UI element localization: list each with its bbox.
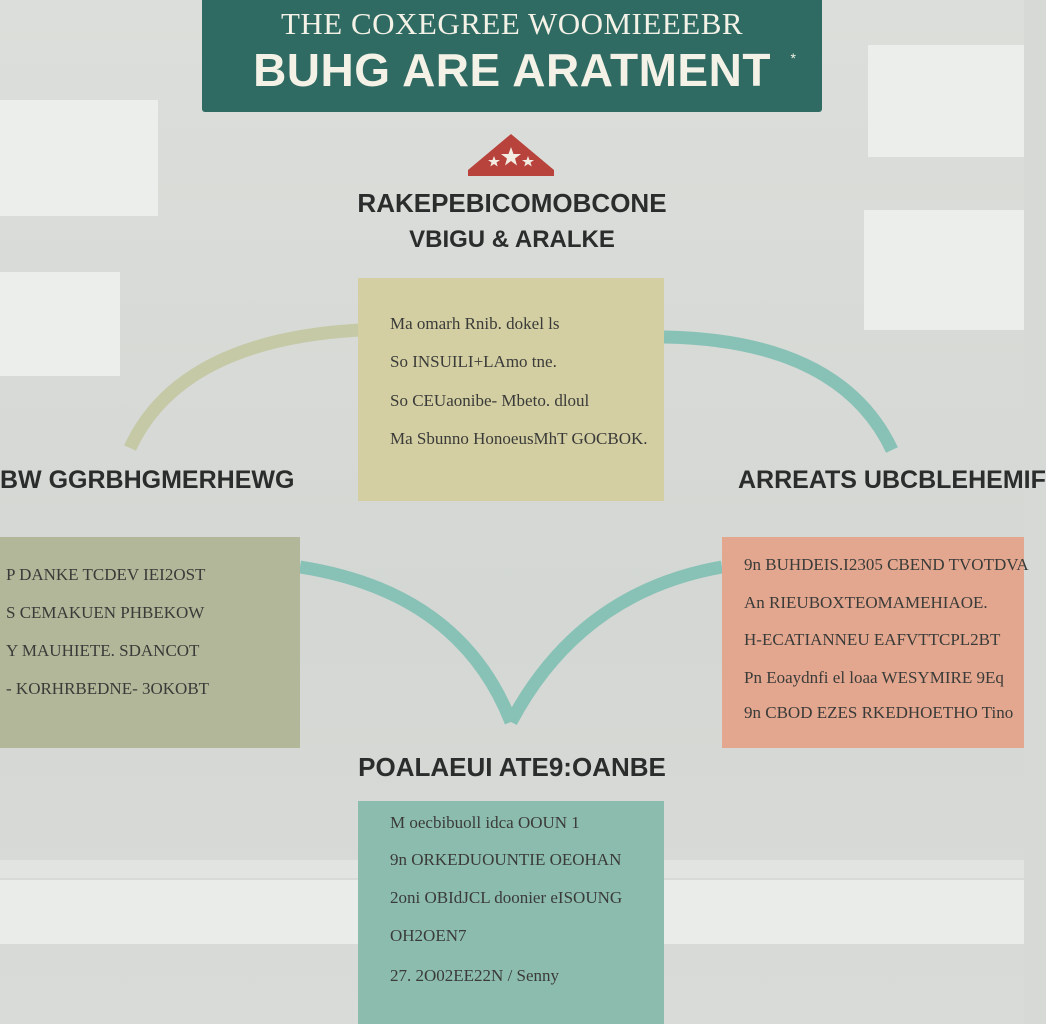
left-box-line: S CEMAKUEN PHBEKOW <box>6 603 205 622</box>
right-box-line: 9n CBOD EZES RKEDHOETHO Tino <box>744 703 1014 722</box>
right-box-line: Pn Eoaydnfi el loaa WESYMIRE 9Eq <box>744 668 1004 687</box>
connector-bottom-right <box>505 560 724 726</box>
bottom-box-line: OH2OEN7 <box>390 926 467 945</box>
left-box-line: Y MAUHIETE. SDANCOT <box>6 641 200 660</box>
background-patch <box>868 45 1024 157</box>
right-heading: ARREATS UBCBLEHEMIF <box>738 466 1046 494</box>
top-box-line: So CEUaonibe- Mbeto. dloul <box>390 391 590 410</box>
left-box-line: P DANKE TCDEV IEI2OST <box>6 565 206 584</box>
right-box-line: An RIEUBOXTEOMAMEHIAOE. <box>744 593 988 612</box>
banner-mark: * <box>790 50 796 66</box>
banner-title: BUHG ARE ARATMENT <box>253 44 771 96</box>
top-box-line: Ma omarh Rnib. dokel ls <box>390 314 560 333</box>
connector-lines <box>124 323 898 726</box>
top-box-line: So INSUILI+LAmo tne. <box>390 352 557 371</box>
center-heading-line2: VBIGU & ARALKE <box>409 226 615 253</box>
house-roof-star-icon <box>468 134 554 176</box>
banner-subtitle: THE COXEGREE WOOMIEEEBR <box>280 6 744 41</box>
left-box-line: - KORHRBEDNE- 3OKOBT <box>6 679 210 698</box>
background-patch <box>0 272 120 376</box>
bottom-info-box: M oecbibuoll idca OOUN 1 9n ORKEDUOUNTIE… <box>358 801 664 1024</box>
left-info-box: P DANKE TCDEV IEI2OST S CEMAKUEN PHBEKOW… <box>0 537 300 748</box>
title-banner: THE COXEGREE WOOMIEEEBR BUHG ARE ARATMEN… <box>202 0 822 112</box>
top-box-line: Ma Sbunno HonoeusMhT GOCBOK. <box>390 429 648 448</box>
connector-top-right <box>663 330 898 453</box>
bottom-box-line: 9n ORKEDUOUNTIE OEOHAN <box>390 850 622 869</box>
center-heading-line1: RAKEPEBICOMOBCONE <box>357 188 667 218</box>
right-box-line: H-ECATIANNEU EAFVTTCPL2BT <box>744 630 1001 649</box>
bottom-box-line: 27. 2O02EE22N / Senny <box>390 966 560 985</box>
bottom-box-line: M oecbibuoll idca OOUN 1 <box>390 813 580 832</box>
left-heading: BW GGRBHGMERHEWG <box>0 466 295 494</box>
bottom-box-line: 2oni OBIdJCL doonier eISOUNG <box>390 888 623 907</box>
bottom-heading: POALAEUI ATE9:OANBE <box>358 752 666 782</box>
background-patch <box>0 100 158 216</box>
background-patch <box>864 210 1024 330</box>
right-info-box: 9n BUHDEIS.I2305 CBEND TVOTDVA An RIEUBO… <box>722 537 1029 748</box>
right-box-line: 9n BUHDEIS.I2305 CBEND TVOTDVA <box>744 555 1029 574</box>
connector-top-left <box>124 323 361 451</box>
top-info-box: Ma omarh Rnib. dokel ls So INSUILI+LAmo … <box>358 278 664 501</box>
connector-bottom-left <box>298 560 518 725</box>
